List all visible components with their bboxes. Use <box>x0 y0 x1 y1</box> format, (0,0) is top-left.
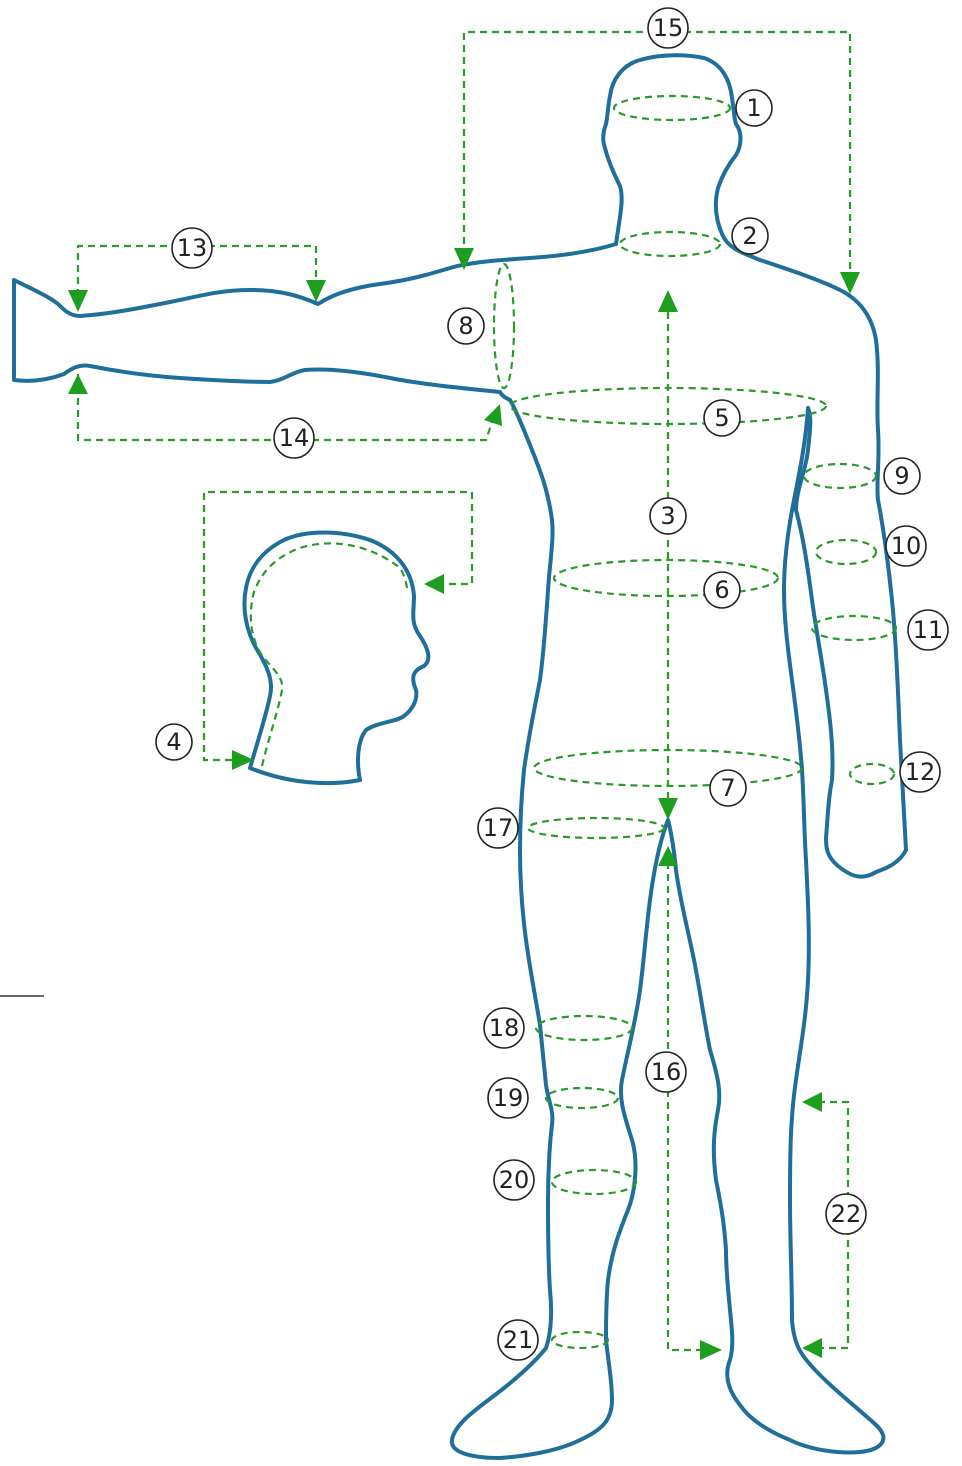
marker-5-label: 5 <box>714 404 729 432</box>
marker-21-label: 21 <box>503 1326 534 1354</box>
marker-18: 18 <box>484 1008 524 1048</box>
marker-6: 6 <box>704 572 740 608</box>
ring-21 <box>552 1332 608 1348</box>
marker-4-label: 4 <box>166 728 181 756</box>
marker-10: 10 <box>886 526 926 566</box>
ring-10 <box>816 540 876 564</box>
ring-5 <box>510 388 826 424</box>
ring-20 <box>552 1170 636 1194</box>
marker-3: 3 <box>650 498 686 534</box>
marker-2: 2 <box>732 218 768 254</box>
marker-7: 7 <box>710 770 746 806</box>
marker-16: 16 <box>646 1052 686 1092</box>
ring-2 <box>620 232 720 256</box>
head-profile-outline <box>244 533 428 784</box>
marker-13: 13 <box>172 228 212 268</box>
marker-1-label: 1 <box>746 94 761 122</box>
ring-8 <box>494 264 514 388</box>
marker-12: 12 <box>900 752 940 792</box>
marker-badges: 1 2 3 4 5 6 7 8 9 10 11 12 13 14 15 16 1… <box>156 8 948 1360</box>
marker-10-label: 10 <box>891 532 922 560</box>
marker-7-label: 7 <box>720 774 735 802</box>
marker-12-label: 12 <box>905 758 936 786</box>
marker-17-label: 17 <box>483 814 514 842</box>
guide-15 <box>464 32 850 290</box>
arrow-22-top <box>802 1092 822 1112</box>
ring-6 <box>554 560 778 596</box>
arm-top-outline <box>14 244 616 400</box>
ring-19 <box>546 1088 618 1108</box>
marker-5: 5 <box>704 400 740 436</box>
arrow-14-left <box>68 374 88 394</box>
guide-16 <box>668 850 718 1350</box>
marker-18-label: 18 <box>489 1014 520 1042</box>
marker-13-label: 13 <box>177 234 208 262</box>
marker-19-label: 19 <box>493 1084 524 1112</box>
arrow-3-bottom <box>658 798 678 820</box>
left-leg-outline <box>452 400 668 1458</box>
marker-14: 14 <box>274 418 314 458</box>
ring-17 <box>528 818 664 838</box>
ring-12 <box>850 764 894 784</box>
marker-20: 20 <box>494 1160 534 1200</box>
ring-1 <box>614 96 730 120</box>
marker-9: 9 <box>884 458 920 494</box>
marker-11-label: 11 <box>913 616 944 644</box>
arrow-14-right <box>484 404 502 426</box>
arrow-16-end <box>700 1340 722 1360</box>
arrow-4-right <box>424 574 444 594</box>
arrow-3-top <box>658 290 678 312</box>
marker-11: 11 <box>908 610 948 650</box>
marker-8: 8 <box>448 308 484 344</box>
marker-15-label: 15 <box>653 14 684 42</box>
marker-19: 19 <box>488 1078 528 1118</box>
marker-20-label: 20 <box>499 1166 530 1194</box>
marker-8-label: 8 <box>458 312 473 340</box>
marker-3-label: 3 <box>660 502 675 530</box>
marker-4: 4 <box>156 724 192 760</box>
marker-17: 17 <box>478 808 518 848</box>
marker-16-label: 16 <box>651 1058 682 1086</box>
ring-18 <box>536 1016 632 1040</box>
marker-22-label: 22 <box>831 1200 862 1228</box>
marker-21: 21 <box>498 1320 538 1360</box>
marker-14-label: 14 <box>279 424 310 452</box>
ring-9 <box>804 464 876 488</box>
marker-1: 1 <box>736 90 772 126</box>
arrow-13-left <box>68 290 88 312</box>
marker-22: 22 <box>826 1194 866 1234</box>
marker-6-label: 6 <box>714 576 729 604</box>
marker-15: 15 <box>648 8 688 48</box>
ring-11 <box>812 616 896 640</box>
marker-9-label: 9 <box>894 462 909 490</box>
girth-rings <box>494 96 896 1348</box>
marker-2-label: 2 <box>742 222 757 250</box>
head-profile-guide <box>251 543 408 766</box>
